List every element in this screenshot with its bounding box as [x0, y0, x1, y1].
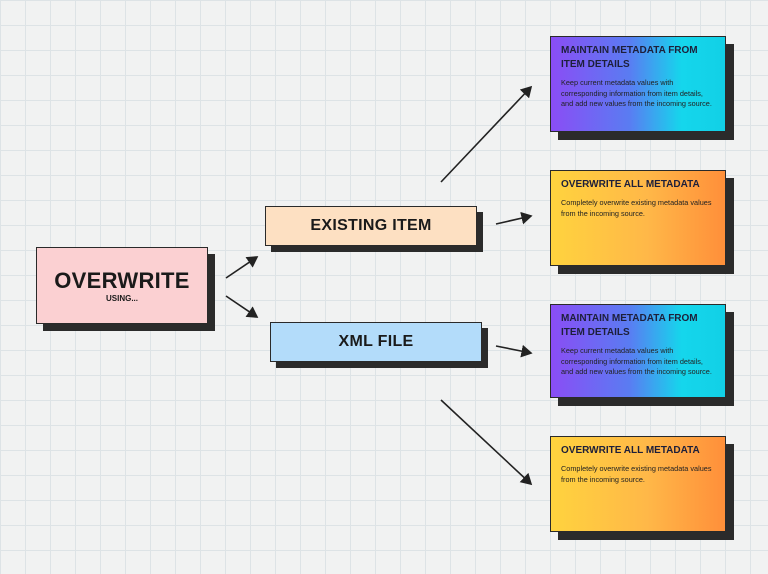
option-title: MAINTAIN METADATA FROM ITEM DETAILS — [561, 313, 698, 338]
arrow-xml-to-overwrite — [440, 399, 533, 486]
option-title: OVERWRITE ALL METADATA — [561, 445, 700, 456]
option-description: Keep current metadata values with corres… — [561, 346, 712, 376]
option-description: Keep current metadata values with corres… — [561, 78, 712, 108]
option-overwrite-all-2: OVERWRITE ALL METADATA Completely overwr… — [550, 436, 726, 532]
arrow-xml-to-maintain — [495, 344, 533, 358]
arrow-existing-to-maintain — [440, 85, 533, 183]
option-maintain-metadata-1: MAINTAIN METADATA FROM ITEM DETAILS Keep… — [550, 36, 726, 132]
root-title: OVERWRITE — [54, 268, 190, 293]
option-description: Completely overwrite existing metadata v… — [561, 464, 712, 484]
option-title: OVERWRITE ALL METADATA — [561, 179, 700, 190]
source-xml-file: XML FILE — [270, 322, 482, 362]
root-subtitle: USING... — [105, 294, 138, 303]
arrow-existing-to-overwrite — [495, 211, 533, 225]
arrow-root-to-existing — [225, 256, 259, 279]
source-label: XML FILE — [338, 333, 414, 350]
root-node-overwrite: OVERWRITE USING... — [36, 247, 208, 324]
option-description: Completely overwrite existing metadata v… — [561, 198, 712, 218]
arrow-root-to-xml — [225, 295, 259, 318]
option-title: MAINTAIN METADATA FROM ITEM DETAILS — [561, 45, 698, 70]
option-overwrite-all-1: OVERWRITE ALL METADATA Completely overwr… — [550, 170, 726, 266]
source-label: EXISTING ITEM — [310, 217, 432, 234]
option-maintain-metadata-2: MAINTAIN METADATA FROM ITEM DETAILS Keep… — [550, 304, 726, 398]
source-existing-item: EXISTING ITEM — [265, 206, 477, 246]
